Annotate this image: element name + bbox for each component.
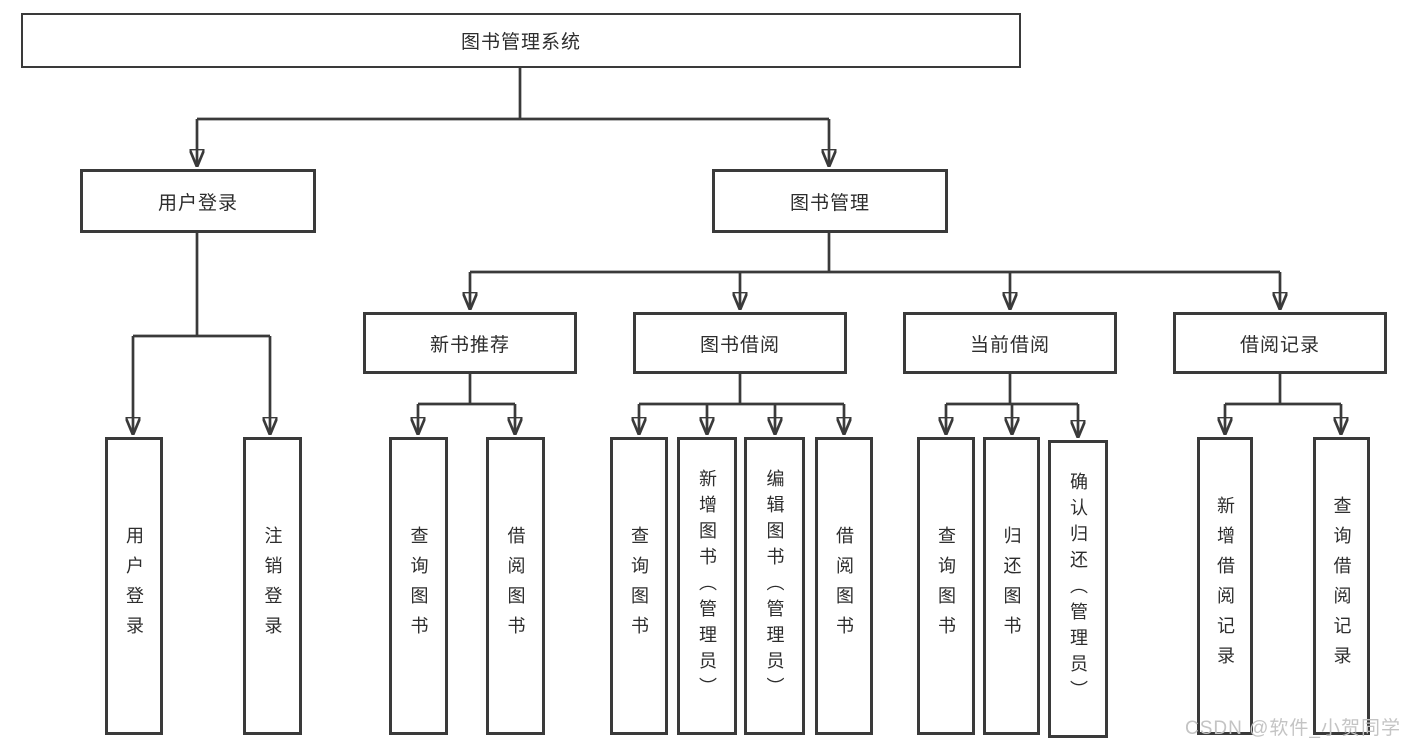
leaf-confirm-return-admin: 确认归还（管理员） [1048,440,1108,738]
leaf-borrow-books-1-label: 借阅图书 [505,526,526,646]
leaf-return-books: 归还图书 [983,437,1040,735]
node-user-login-label: 用户登录 [157,192,238,214]
leaf-query-books-2-label: 查询图书 [629,526,649,646]
node-borrow-records-label: 借阅记录 [1239,334,1320,356]
leaf-borrow-books-1: 借阅图书 [486,437,545,735]
node-new-book-recommend: 新书推荐 [363,312,577,374]
leaf-query-borrow-record-label: 查询借阅记录 [1331,496,1352,676]
leaf-add-book-admin-label: 新增图书（管理员） [697,469,717,703]
node-book-borrow: 图书借阅 [633,312,847,374]
node-book-management-label: 图书管理 [789,192,870,214]
leaf-add-book-admin: 新增图书（管理员） [677,437,737,735]
leaf-query-books-2: 查询图书 [610,437,668,735]
node-root-label: 图书管理系统 [460,32,581,53]
node-book-management: 图书管理 [712,169,948,233]
leaf-borrow-books-2: 借阅图书 [815,437,873,735]
leaf-edit-book-admin-label: 编辑图书（管理员） [764,469,785,703]
leaf-logout-label: 注销登录 [262,526,283,646]
node-new-book-recommend-label: 新书推荐 [429,334,510,356]
node-book-borrow-label: 图书借阅 [699,334,780,356]
node-current-borrow: 当前借阅 [903,312,1117,374]
leaf-return-books-label: 归还图书 [1001,526,1022,646]
leaf-query-books-1-label: 查询图书 [408,526,429,646]
leaf-user-login-label: 用户登录 [124,526,144,646]
leaf-confirm-return-admin-label: 确认归还（管理员） [1068,472,1088,706]
leaf-add-borrow-record: 新增借阅记录 [1197,437,1253,735]
leaf-borrow-books-2-label: 借阅图书 [834,526,854,646]
leaf-query-borrow-record: 查询借阅记录 [1313,437,1370,735]
node-current-borrow-label: 当前借阅 [969,334,1050,356]
leaf-query-books-3: 查询图书 [917,437,975,735]
leaf-edit-book-admin: 编辑图书（管理员） [744,437,805,735]
csdn-watermark: CSDN @软件_小贺同学 [1185,718,1401,739]
leaf-user-login: 用户登录 [105,437,163,735]
leaf-logout: 注销登录 [243,437,302,735]
node-borrow-records: 借阅记录 [1173,312,1387,374]
leaf-add-borrow-record-label: 新增借阅记录 [1215,496,1235,676]
leaf-query-books-1: 查询图书 [389,437,448,735]
leaf-query-books-3-label: 查询图书 [936,526,956,646]
node-root: 图书管理系统 [21,13,1021,68]
node-user-login: 用户登录 [80,169,316,233]
